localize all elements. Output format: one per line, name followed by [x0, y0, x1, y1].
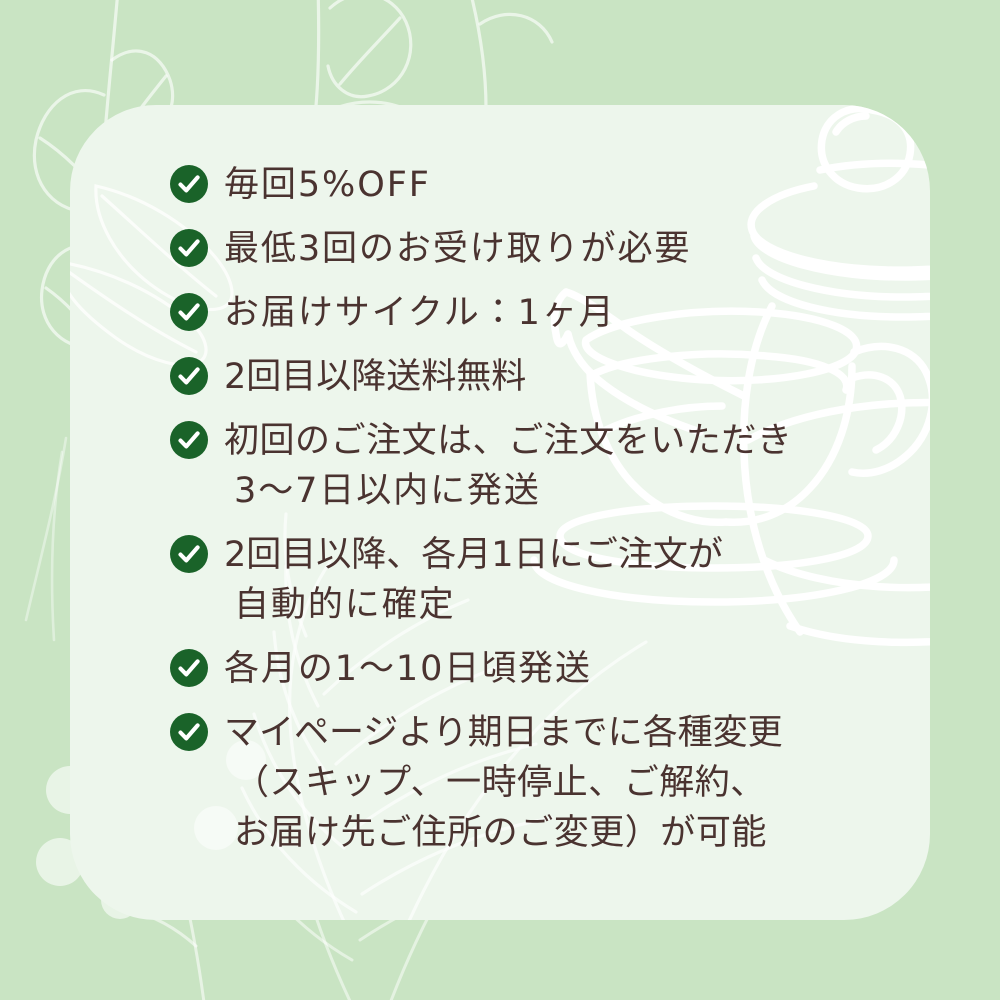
list-item: 各月の1〜10日頃発送: [170, 644, 910, 694]
list-item-text: 2回目以降送料無料: [224, 352, 910, 402]
list-item-line: マイページより期日までに各種変更: [224, 713, 783, 753]
check-circle-icon: [170, 165, 208, 203]
terms-card: 毎回5%OFF 最低3回のお受け取りが必要: [70, 105, 930, 920]
list-item-text: 毎回5%OFF: [224, 160, 910, 210]
list-item-line: （スキップ、一時停止、ご解約、: [234, 763, 766, 803]
list-item-text: マイページより期日までに各種変更 （スキップ、一時停止、ご解約、 お届け先ご住所…: [224, 708, 910, 858]
list-item-line: 2回目以降、各月1日にご注文が: [224, 535, 723, 575]
list-item-line: 2回目以降送料無料: [224, 357, 527, 397]
list-item-text: 2回目以降、各月1日にご注文が 自動的に確定: [224, 530, 910, 630]
list-item-line: 3〜7日以内に発送: [234, 471, 541, 511]
list-item-text: 初回のご注文は、ご注文をいただき 3〜7日以内に発送: [224, 416, 910, 516]
list-item-line: お届け先ご住所のご変更）が可能: [234, 813, 767, 853]
list-item-line: 初回のご注文は、ご注文をいただき: [224, 421, 793, 461]
list-item-line: 最低3回のお受け取りが必要: [224, 229, 692, 269]
list-item: お届けサイクル：1ヶ月: [170, 288, 910, 338]
check-circle-icon: [170, 229, 208, 267]
list-item: 2回目以降、各月1日にご注文が 自動的に確定: [170, 530, 910, 630]
list-item: 初回のご注文は、ご注文をいただき 3〜7日以内に発送: [170, 416, 910, 516]
list-item: マイページより期日までに各種変更 （スキップ、一時停止、ご解約、 お届け先ご住所…: [170, 708, 910, 858]
check-circle-icon: [170, 713, 208, 751]
check-circle-icon: [170, 293, 208, 331]
list-item-line: 毎回5%OFF: [224, 165, 431, 205]
list-item: 2回目以降送料無料: [170, 352, 910, 402]
list-item-text: 各月の1〜10日頃発送: [224, 644, 910, 694]
check-circle-icon: [170, 535, 208, 573]
list-item-line: 自動的に確定: [234, 585, 456, 625]
list-item-text: 最低3回のお受け取りが必要: [224, 224, 910, 274]
list-item: 最低3回のお受け取りが必要: [170, 224, 910, 274]
check-circle-icon: [170, 421, 208, 459]
list-item: 毎回5%OFF: [170, 160, 910, 210]
check-circle-icon: [170, 357, 208, 395]
terms-list: 毎回5%OFF 最低3回のお受け取りが必要: [170, 160, 910, 872]
check-circle-icon: [170, 649, 208, 687]
list-item-line: 各月の1〜10日頃発送: [224, 649, 592, 689]
list-item-text: お届けサイクル：1ヶ月: [224, 288, 910, 338]
grass-blade-icon: [24, 436, 68, 642]
list-item-line: お届けサイクル：1ヶ月: [224, 293, 616, 333]
